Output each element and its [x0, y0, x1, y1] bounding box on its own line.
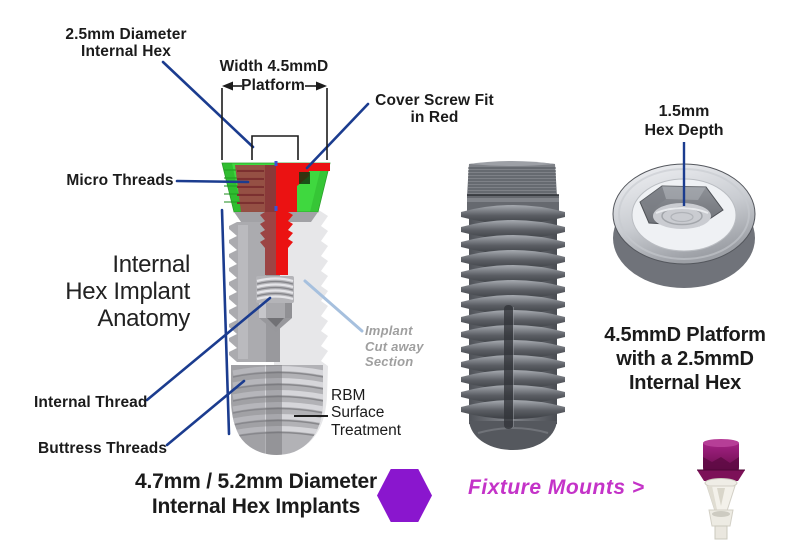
implant-top-view-illustration	[612, 163, 756, 288]
caption-implants: 4.7mm / 5.2mm Diameter Internal Hex Impl…	[118, 470, 394, 520]
callout-line: in Red	[410, 109, 459, 127]
callout-line: Platform	[241, 77, 305, 94]
callout-line: Buttress Threads	[38, 440, 168, 457]
callout-rbm-note: RBM Surface Treatment	[331, 387, 421, 439]
callout-cutaway-note: Implant Cut away Section	[365, 323, 445, 370]
callout-line: Internal Thread	[34, 394, 148, 411]
callout-buttress-threads: Buttress Threads	[38, 440, 173, 457]
fixture-mounts-link[interactable]: Fixture Mounts >	[468, 476, 663, 500]
callout-internal-thread: Internal Thread	[34, 394, 154, 411]
cutaway-implant-illustration	[221, 161, 331, 455]
callout-hex-depth: 1.5mm Hex Depth	[634, 102, 734, 140]
caption-platform: 4.5mmD Platform with a 2.5mmD Internal H…	[583, 323, 787, 395]
caption-line: 4.5mmD Platform	[604, 324, 766, 346]
title-line: Hex Implant	[65, 277, 190, 305]
note-line: Cut away	[365, 338, 424, 354]
title-line: Internal	[112, 251, 190, 278]
caption-line: 4.7mm / 5.2mm Diameter	[135, 470, 377, 493]
caption-line: with a 2.5mmD	[616, 348, 754, 370]
note-line: Implant	[365, 323, 413, 338]
note-line: Section	[365, 354, 414, 370]
fixture-mounts-link-label: Fixture Mounts >	[468, 476, 645, 499]
callout-line: Hex Depth	[644, 122, 724, 140]
callout-line: Internal Hex	[81, 43, 171, 61]
caption-line: Internal Hex Implants	[151, 494, 361, 518]
callout-micro-threads: Micro Threads	[64, 172, 176, 189]
callout-line: Width 4.5mmD	[219, 58, 329, 75]
callout-cover-screw: Cover Screw Fit in Red	[372, 92, 497, 127]
callout-internal-hex-diameter: 2.5mm Diameter Internal Hex	[50, 26, 202, 61]
title-line: Anatomy	[97, 304, 190, 332]
callout-line: 2.5mm Diameter	[65, 26, 187, 43]
callout-platform-width: Width 4.5mmD	[216, 58, 332, 75]
fixture-mount-illustration	[697, 439, 745, 540]
diagram-title: Internal Hex Implant Anatomy	[38, 251, 190, 333]
note-line: Treatment	[331, 421, 402, 439]
callout-line: Micro Threads	[66, 172, 174, 189]
callout-line: 1.5mm	[658, 103, 710, 120]
callout-platform-width-dim: Platform	[240, 77, 306, 94]
note-line: RBM	[331, 387, 366, 404]
note-line: Surface	[331, 404, 385, 422]
caption-line: Internal Hex	[628, 372, 742, 394]
callout-line: Cover Screw Fit	[375, 92, 494, 109]
implant-render-illustration	[461, 161, 565, 450]
